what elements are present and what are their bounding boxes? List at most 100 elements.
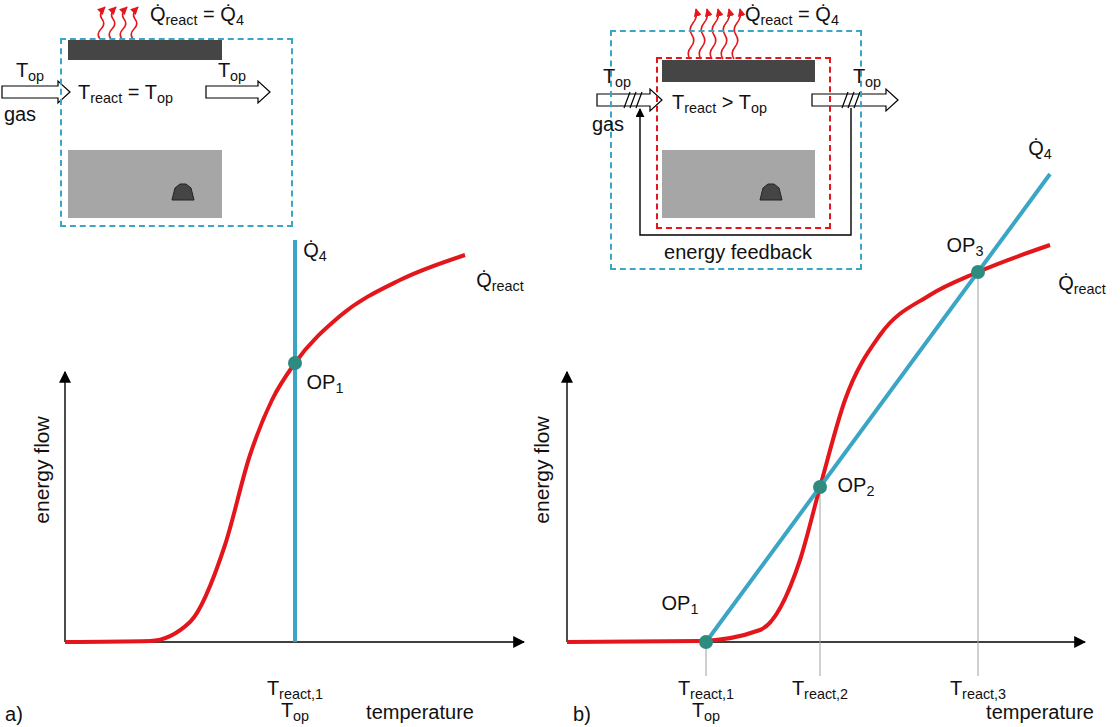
tick-label: Treact,2 <box>792 677 848 703</box>
operating-point <box>288 356 302 370</box>
heat-flow-label: Q̇react = Q̇4 <box>745 3 839 29</box>
panel-label: a) <box>5 703 23 725</box>
text-part: T <box>267 677 279 699</box>
inlet-temperature: Top <box>603 65 631 91</box>
text-part: 1 <box>335 380 343 396</box>
text-part: energy flow <box>30 416 53 523</box>
heat-arrows <box>98 7 138 39</box>
text-part: op <box>28 68 44 84</box>
outlet-temperature: Top <box>853 65 881 91</box>
hatch <box>624 92 642 108</box>
heat-arrow <box>109 7 116 39</box>
node-text: Treact = Top <box>78 81 173 107</box>
sample-block <box>68 150 222 218</box>
reaction-heat-curve <box>567 245 1050 642</box>
text-part: T <box>692 699 704 721</box>
text-part: OP <box>662 592 691 614</box>
text-part: op <box>157 90 173 106</box>
text-part: Q̇ <box>220 3 236 25</box>
heat-arrow <box>98 7 105 39</box>
axis-title: temperature <box>986 701 1094 723</box>
guide-line <box>978 272 979 676</box>
text-part: = <box>122 81 144 103</box>
curves <box>65 245 1050 642</box>
text-part: react,2 <box>804 686 848 702</box>
text-part: OP <box>947 234 976 256</box>
heat-arrow <box>699 9 707 59</box>
text-part: Q̇ <box>815 3 831 25</box>
text-part: T <box>218 59 230 81</box>
y-axis <box>566 372 567 642</box>
axis-title: energy flow <box>530 416 553 523</box>
text-part: T <box>853 65 865 87</box>
system-boundary: Treact > Top energy feedback <box>610 30 862 270</box>
text-part: 4 <box>236 12 244 28</box>
text-part: react <box>761 12 793 28</box>
tick-label: Treact,1 <box>678 677 734 703</box>
text-part: T <box>672 91 684 113</box>
text-part: Q̇ <box>1028 137 1044 159</box>
text-part: > <box>716 91 738 113</box>
text-part: Q̇ <box>476 269 492 291</box>
text-part: = <box>793 3 816 25</box>
outlet-temperature: Top <box>218 59 246 85</box>
heat-arrow <box>710 9 718 59</box>
heat-flow-label: Q̇react = Q̇4 <box>150 3 244 29</box>
text-part: gas <box>4 103 36 125</box>
text-part: Q̇ <box>150 3 166 25</box>
text-part: gas <box>592 113 624 135</box>
heat-arrow <box>721 9 729 59</box>
gas-label: gas <box>4 103 36 125</box>
tick-label: Treact,1 <box>267 677 323 703</box>
operating-point <box>813 480 827 494</box>
text-part: energy feedback <box>664 241 812 263</box>
text-part: b) <box>573 703 591 725</box>
text-part: op <box>704 708 720 724</box>
curve-label: Q̇react <box>1058 272 1106 298</box>
tick-label: Top <box>281 699 309 725</box>
text-part: op <box>293 708 309 724</box>
tick-label: Treact,3 <box>950 677 1006 703</box>
operating-point <box>971 265 985 279</box>
heat-arrow <box>732 9 740 59</box>
text-part: react <box>684 100 716 116</box>
text-part: = <box>198 3 221 25</box>
gas-label: gas <box>592 113 624 135</box>
heat-arrow <box>120 7 127 39</box>
gas-inlet-arrow <box>597 89 662 111</box>
text-part: Q̇ <box>1058 272 1074 294</box>
heat-arrows <box>688 9 740 59</box>
line-label: Q̇4 <box>303 239 327 265</box>
text-part: T <box>16 59 28 81</box>
heater-bar <box>662 60 815 82</box>
heat-arrow <box>131 7 138 39</box>
text-part: op <box>865 74 881 90</box>
line-label: Q̇4 <box>1028 137 1052 163</box>
text-part: op <box>751 100 767 116</box>
tick-label: Top <box>692 699 720 725</box>
text-part: 4 <box>1044 146 1052 162</box>
sample-piece <box>172 184 194 200</box>
text-part: T <box>603 65 615 87</box>
text-part: energy flow <box>530 416 553 523</box>
q4-line <box>293 240 297 642</box>
reaction-heat-curve <box>65 255 465 642</box>
panel-label: b) <box>573 703 591 725</box>
hatch <box>842 92 860 108</box>
heat-arrow <box>688 9 696 59</box>
node-text: Treact > Top <box>672 91 767 117</box>
text-part: 2 <box>866 483 874 499</box>
curve-label: Q̇react <box>476 269 524 295</box>
text-part: T <box>678 677 690 699</box>
text-part: 1 <box>690 601 698 617</box>
system-boundary: Treact = Top <box>60 38 293 227</box>
text-part: 4 <box>831 12 839 28</box>
text-part: 4 <box>319 248 327 264</box>
text-part: Q̇ <box>745 3 761 25</box>
text-part: react,3 <box>962 686 1006 702</box>
operating-point-label: OP3 <box>947 234 984 260</box>
gas-outlet-arrow <box>206 81 270 103</box>
text-part: react <box>166 12 198 28</box>
text-part: react <box>492 278 524 294</box>
sample-piece <box>760 184 782 200</box>
